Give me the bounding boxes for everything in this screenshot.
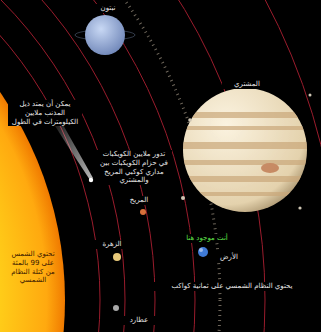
planet-name: الأرض: [212, 253, 246, 262]
planet-name: نبتون: [88, 4, 128, 13]
you-are-here: أنت موجود هنا: [176, 234, 238, 243]
asteroid-note: تدور ملايين الكويكبات في حزام الكويكبات …: [96, 150, 172, 185]
system-note: يحتوي النظام الشمسي على ثمانية كواكب: [152, 282, 312, 291]
planet-name: الزهرة: [92, 240, 132, 249]
planet-name: المشتري: [222, 80, 272, 89]
comet-note: يمكن أن يمتد ذيل المذنب ملايين الكيلومتر…: [8, 100, 82, 126]
planet-name: المريخ: [118, 196, 160, 205]
planet-name: عطارد: [122, 316, 156, 325]
sun-note: تحتوي الشمس على 99 بالمئة من كتلة النظام…: [6, 250, 60, 285]
